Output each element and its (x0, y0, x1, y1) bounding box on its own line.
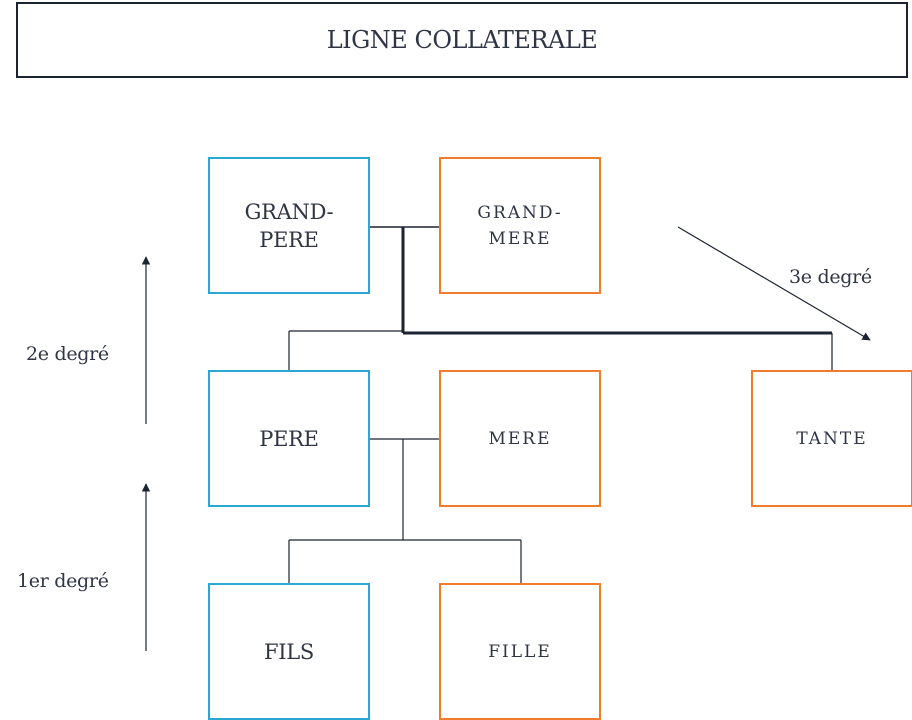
node-grandmere: GRAND- MERE (439, 157, 601, 294)
third-degree-arrow (677, 226, 871, 341)
node-mere-label: MERE (488, 428, 552, 449)
node-fille: FILLE (439, 583, 601, 720)
node-pere-label: PERE (259, 426, 319, 451)
node-fils: FILS (208, 583, 370, 720)
node-tante-label: TANTE (796, 428, 868, 449)
third-degree-label: 3e degré (789, 266, 872, 288)
node-pere: PERE (208, 370, 370, 507)
node-grandpere-label: GRAND- PERE (244, 199, 334, 252)
title-box: LIGNE COLLATERALE (16, 2, 908, 78)
node-grandmere-label: GRAND- MERE (477, 202, 563, 249)
first-degree-label: 1er degré (17, 570, 109, 592)
node-fils-label: FILS (264, 639, 314, 664)
node-mere: MERE (439, 370, 601, 507)
node-tante: TANTE (751, 370, 912, 507)
node-grandpere: GRAND- PERE (208, 157, 370, 294)
node-fille-label: FILLE (488, 641, 552, 662)
second-degree-label: 2e degré (26, 343, 109, 365)
diagram-title: LIGNE COLLATERALE (326, 26, 598, 54)
